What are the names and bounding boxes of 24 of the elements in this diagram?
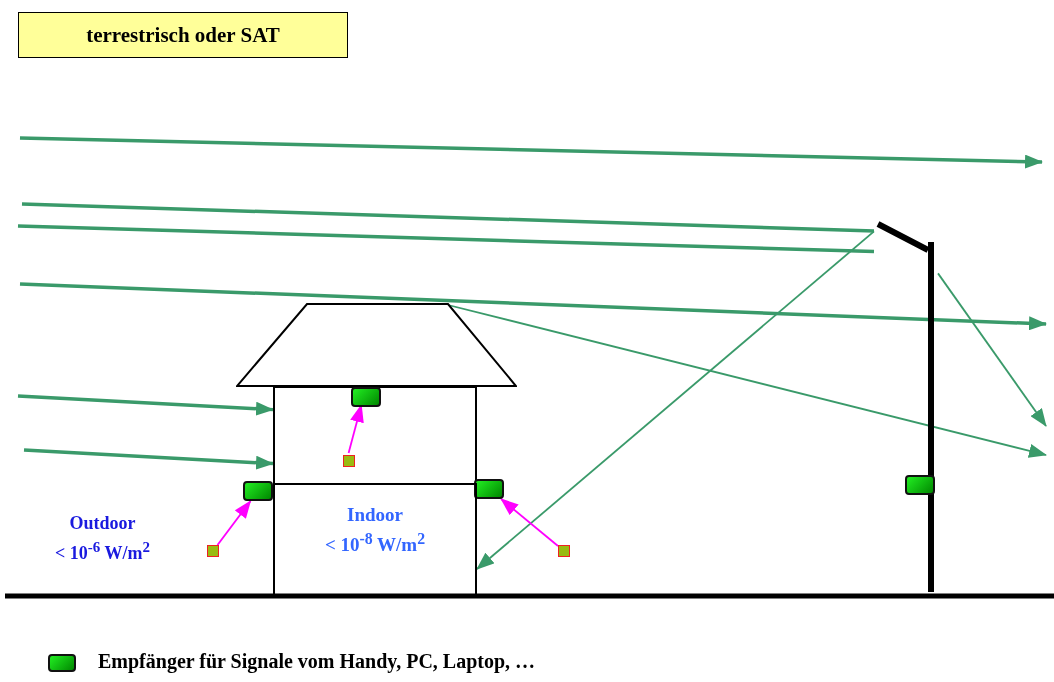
signal-source-square xyxy=(207,545,219,557)
signal-arrow xyxy=(23,448,274,470)
receiver-box xyxy=(243,481,273,501)
house-room xyxy=(273,483,477,596)
signal-arrow xyxy=(937,272,1047,427)
antenna-mast xyxy=(874,220,938,594)
indoor-power-label: < 10$^{-8}$ W/m$^{2}$ xyxy=(323,529,427,558)
signal-source-square xyxy=(558,545,570,557)
signal-source-square xyxy=(343,455,355,467)
signal-arrow xyxy=(500,498,559,547)
outdoor-power-label: < 10$^{-6}$ W/m$^{2}$ xyxy=(54,538,151,565)
receiver-box xyxy=(351,387,381,407)
legend-text: Empfänger für Signale vom Handy, PC, Laptop, … xyxy=(98,650,536,673)
house-roof xyxy=(236,303,517,387)
outdoor-heading: Outdoor xyxy=(68,512,137,535)
receiver-box xyxy=(474,479,504,499)
signal-arrow xyxy=(216,500,252,546)
indoor-heading: Indoor xyxy=(346,503,404,527)
signal-arrow xyxy=(17,394,274,416)
title-box: terrestrisch oder SAT xyxy=(18,12,348,58)
receiver-box xyxy=(905,475,935,495)
house-room xyxy=(273,386,477,485)
signal-arrow xyxy=(347,404,364,454)
signal-arrow xyxy=(476,230,875,570)
